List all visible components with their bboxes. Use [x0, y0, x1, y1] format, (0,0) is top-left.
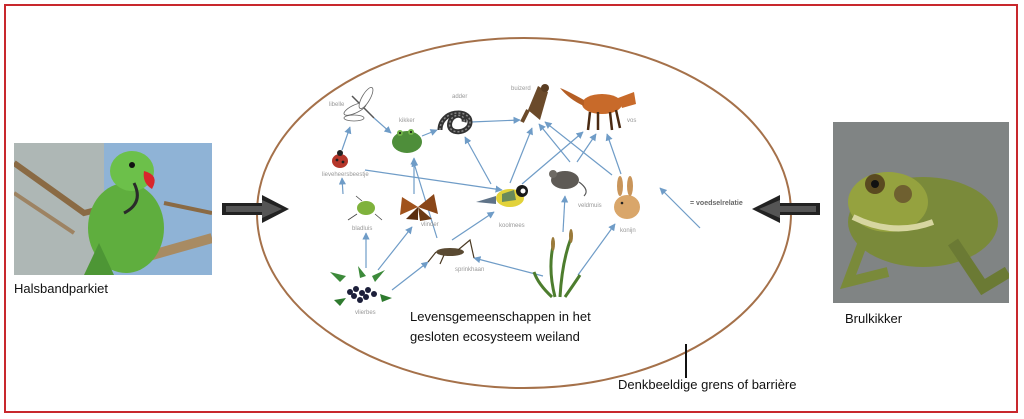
- label-konijn: konijn: [620, 228, 636, 234]
- right-entry-arrow: [752, 195, 820, 223]
- grass-plant-icon: [532, 229, 582, 299]
- label-sprinkhaan: sprinkhaan: [455, 267, 484, 273]
- label-lieveheersbeestje: lieveheersbeestje: [322, 172, 369, 178]
- label-veldmuis: veldmuis: [578, 203, 602, 209]
- vlierbes-icon: [330, 266, 392, 306]
- relation-legend: = voedselrelatie: [690, 200, 743, 207]
- vos-icon: [560, 88, 636, 131]
- label-buizerd: buizerd: [511, 86, 531, 92]
- bullfrog-caption: Brulkikker: [845, 311, 903, 326]
- arrow-koolmees-buizerd: [509, 127, 533, 184]
- label-adder: adder: [452, 94, 467, 100]
- koolmees-icon: [476, 185, 528, 207]
- label-vlinder: vlinder: [421, 222, 439, 228]
- arrow-koolmees-vos: [521, 131, 584, 185]
- vlinder-icon: [400, 194, 438, 221]
- arrow-legend: [659, 187, 701, 229]
- arrow-konijn-vos: [605, 133, 622, 175]
- arrow-veldmuis-vos: [576, 133, 597, 163]
- arrow-kikker-adder: [421, 129, 438, 137]
- label-kikker: kikker: [399, 118, 415, 124]
- adder-icon: [437, 110, 473, 135]
- arrow-vlierbes-sprinkhaan: [391, 261, 429, 291]
- bullfrog-photo: [833, 122, 1009, 303]
- buizerd-icon: [520, 84, 549, 123]
- arrow-adder-buizerd: [470, 116, 521, 124]
- arrow-veldmuis-buizerd: [538, 123, 571, 163]
- parrot-caption: Halsbandparkiet: [14, 281, 108, 296]
- bladluis-icon: [347, 195, 383, 221]
- ecosystem-title-line1: Levensgemeenschappen in het: [410, 309, 591, 324]
- arrow-konijn-buizerd: [544, 121, 613, 176]
- outer-frame: [4, 4, 1018, 413]
- libelle-icon: [343, 87, 375, 122]
- arrow-gras-sprinkhaan: [473, 256, 544, 277]
- arrow-sprinkhaan-koolmees: [451, 211, 495, 241]
- label-koolmees: koolmees: [499, 223, 525, 229]
- label-vlierbes: vlierbes: [355, 310, 376, 316]
- arrow-vlierbes-vlinder: [377, 226, 413, 271]
- arrow-bladluis-lieveheersbeestje: [338, 177, 346, 195]
- arrow-lieveheersbeestje-libelle: [341, 126, 352, 151]
- arrow-libelle-kikker: [373, 117, 392, 134]
- label-libelle: libelle: [329, 102, 345, 108]
- sprinkhaan-icon: [427, 238, 475, 265]
- label-vos: vos: [627, 118, 636, 124]
- ecosystem-title-line2: gesloten ecosysteem weiland: [410, 329, 580, 344]
- ecosystem-title: Levensgemeenschappen in het gesloten eco…: [410, 307, 591, 347]
- lieveheersbeestje-icon: [332, 150, 348, 168]
- arrow-koolmees-adder: [464, 136, 492, 185]
- arrow-lieveheersbeestje-koolmees: [364, 169, 503, 193]
- left-entry-arrow: [222, 195, 289, 223]
- konijn-icon: [614, 176, 640, 219]
- veldmuis-icon: [549, 170, 587, 197]
- arrow-gras-konijn: [577, 223, 616, 276]
- barrier-label: Denkbeeldige grens of barrière: [618, 377, 797, 392]
- arrow-gras-veldmuis: [561, 195, 569, 233]
- arrow-sprinkhaan-kikker: [411, 159, 438, 239]
- kikker-icon: [392, 129, 422, 153]
- label-bladluis: bladluis: [352, 226, 372, 232]
- parrot-photo: [14, 143, 212, 275]
